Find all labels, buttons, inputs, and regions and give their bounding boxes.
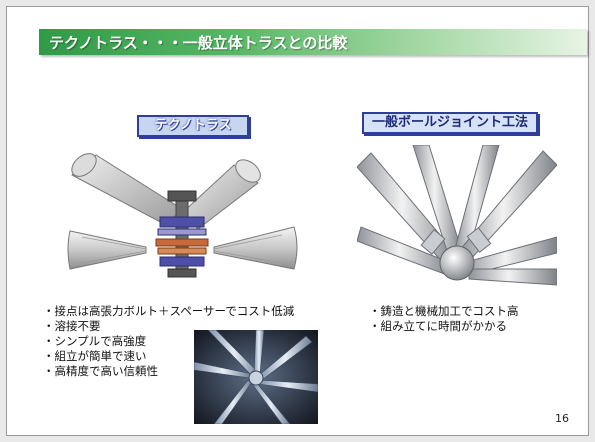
feature-item: 高精度で高い信頼性 — [43, 364, 294, 379]
technotruss-label: テクノトラス — [137, 115, 249, 137]
feature-item: シンプルで高強度 — [43, 334, 294, 349]
technotruss-features: 接点は高張力ボルト＋スペーサーでコスト低減 溶接不要 シンプルで高強度 組立が簡… — [43, 304, 295, 379]
page-number: 16 — [555, 412, 569, 425]
feature-item: 接点は高張力ボルト＋スペーサーでコスト低減 — [43, 304, 295, 319]
slide-title: テクノトラス・・・一般立体トラスとの比較 — [49, 34, 348, 52]
title-bar: テクノトラス・・・一般立体トラスとの比較 — [39, 29, 587, 55]
feature-item: 溶接不要 — [43, 319, 294, 334]
slide: テクノトラス・・・一般立体トラスとの比較 テクノトラス 一般ボールジョイント工法 — [6, 6, 589, 436]
star-node-photo — [194, 330, 318, 424]
feature-item: 鋳造と機械加工でコスト高 — [369, 304, 519, 319]
ball-joint-features: 鋳造と機械加工でコスト高 組み立てに時間がかかる — [369, 304, 519, 334]
feature-item: 組み立てに時間がかかる — [369, 319, 519, 334]
feature-item: 組立が簡単で速い — [43, 349, 294, 364]
technotruss-joint-illustration — [67, 153, 298, 278]
ball-joint-illustration — [357, 145, 557, 290]
ball-joint-method-label: 一般ボールジョイント工法 — [362, 112, 538, 134]
